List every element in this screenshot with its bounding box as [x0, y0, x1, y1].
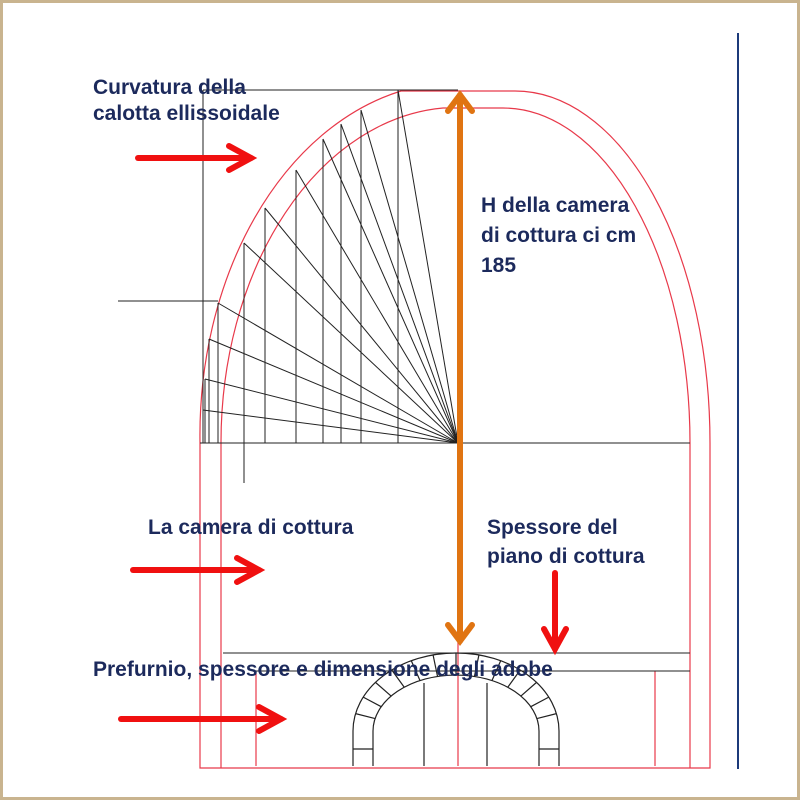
voussoir-joint — [391, 669, 405, 688]
voussoir-joint — [355, 713, 376, 720]
label-altezza-line2: di cottura ci cm — [481, 224, 637, 247]
voussoir-joint — [536, 713, 557, 720]
construction-lines — [118, 89, 690, 672]
construction-line — [340, 123, 459, 444]
voussoir-joint — [410, 660, 421, 681]
voussoir-joint — [375, 681, 392, 697]
label-curvatura-line1: Curvatura della — [93, 76, 246, 99]
label-altezza-line1: H della camera — [481, 194, 630, 217]
voussoir-joint — [432, 654, 439, 677]
label-altezza-line3: 185 — [481, 254, 517, 277]
voussoir-joint — [362, 696, 382, 708]
prefurnio-arch — [352, 652, 560, 766]
ellipse-fan-construction — [202, 89, 459, 444]
construction-line — [243, 242, 459, 444]
construction-line — [360, 109, 459, 444]
construction-line — [295, 169, 459, 444]
arrow-spessore — [541, 570, 569, 656]
label-prefurnio: Prefurnio, spessore e dimensione degli a… — [93, 658, 553, 681]
voussoir-joint — [507, 669, 521, 688]
height-arrow — [445, 90, 475, 646]
arrow-prefurnio — [118, 704, 288, 734]
arrow-camera — [130, 555, 266, 585]
label-spessore-line2: piano di cottura — [487, 545, 645, 568]
kiln-section-drawing — [118, 33, 739, 769]
construction-line — [264, 207, 459, 444]
construction-line — [204, 378, 459, 444]
construction-line — [202, 409, 459, 444]
label-spessore-line1: Spessore del — [487, 516, 618, 539]
arrow-curvatura — [135, 143, 258, 173]
construction-line — [322, 138, 459, 444]
voussoir-joint — [491, 660, 502, 681]
construction-line — [217, 302, 459, 444]
construction-line — [208, 338, 459, 444]
label-camera: La camera di cottura — [148, 516, 354, 539]
voussoir-joint — [520, 681, 537, 697]
voussoir-joint — [530, 696, 550, 708]
voussoir-joint — [473, 654, 480, 677]
construction-line — [397, 89, 459, 444]
label-curvatura-line2: calotta ellissoidale — [93, 102, 280, 125]
